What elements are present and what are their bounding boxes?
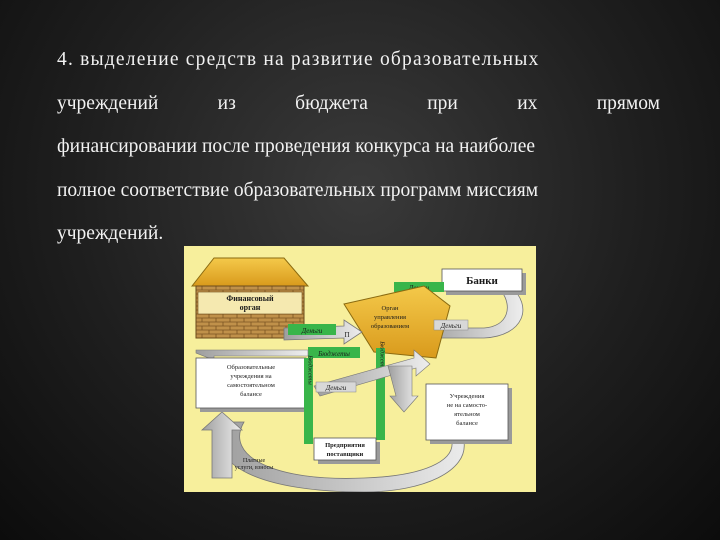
edu-gov-label-2: управления <box>374 314 406 321</box>
word: бюджета <box>295 82 368 126</box>
word: прямом <box>597 82 660 126</box>
inst-self-label-2: учреждения на <box>230 373 271 380</box>
enterprises-label-3: поставщики <box>327 451 364 458</box>
inst-fin-label-3: ятельном <box>454 411 480 418</box>
financing-flow-diagram: Финансовый орган Банки Деньги Орган упра… <box>184 246 536 492</box>
fin-organ-label-2: орган <box>240 303 261 312</box>
paid-label-1: Платные <box>243 458 266 464</box>
text-line-1: 4. выделение средств на развитие образов… <box>57 38 660 82</box>
budget-bar-label: Бюджеты <box>317 350 350 358</box>
text-line-4: полное соответствие образовательных прог… <box>57 169 660 213</box>
money-edu-label: Деньги <box>440 322 462 330</box>
edu-gov-label-1: Орган <box>382 305 399 312</box>
vertical-left-label: Бюджеты <box>307 354 314 385</box>
text-line-2: учреждений из бюджета при их прямом <box>57 82 660 126</box>
fin-organ-label-1: Финансовый <box>226 294 274 303</box>
inst-self-label-4: балансе <box>240 391 262 398</box>
inst-fin-label-1: Учреждения <box>450 393 485 400</box>
money-fin-label: Деньги <box>301 327 323 335</box>
edu-gov-label-3: образованием <box>371 323 409 330</box>
vertical-budget-left-text: Бюджеты <box>307 354 314 385</box>
word: учреждений <box>57 82 158 126</box>
text-line-3: финансировании после проведения конкурса… <box>57 125 660 169</box>
word: из <box>218 82 236 126</box>
inst-self-label-3: самостоятельном <box>227 382 275 389</box>
money-mid-label: Деньги <box>325 384 347 392</box>
inst-fin-label-4: балансе <box>456 420 478 427</box>
inst-self-label-1: Образовательные <box>227 364 275 371</box>
p-mark: П <box>344 331 349 339</box>
slide-body-text: 4. выделение средств на развитие образов… <box>57 38 660 256</box>
inst-fin-label-2: не на самосто- <box>447 402 487 409</box>
word: при <box>427 82 458 126</box>
enterprises-label-1: Предприятия <box>325 442 365 449</box>
paid-label-2: услуги, взносы <box>235 465 274 471</box>
word: их <box>517 82 537 126</box>
banks-label: Банки <box>466 275 498 287</box>
